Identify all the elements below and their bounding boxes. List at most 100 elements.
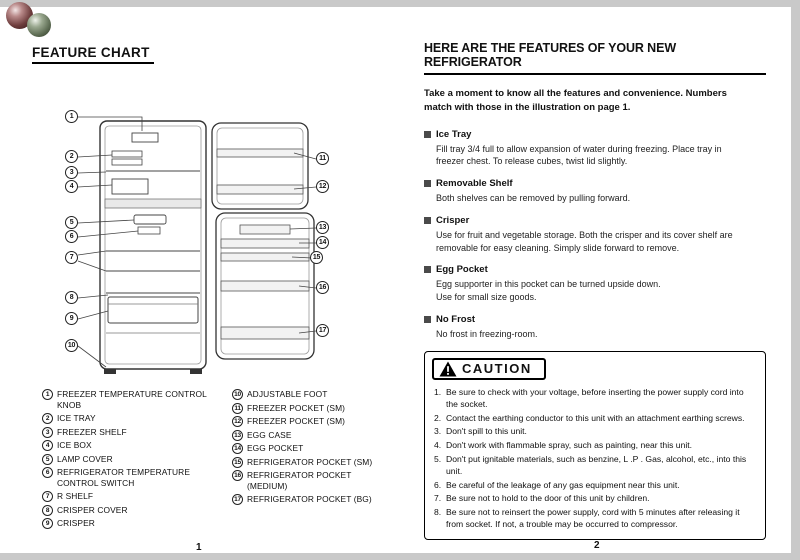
ornament-ball-green xyxy=(27,13,51,37)
bullet-square-icon xyxy=(424,216,431,224)
legend-num: 10 xyxy=(232,389,243,400)
ornament-graphic xyxy=(0,0,60,48)
bullet-square-icon xyxy=(424,180,431,188)
feature-title: Removable Shelf xyxy=(436,178,513,190)
legend-num: 8 xyxy=(42,504,53,516)
legend-label: CRISPER COVER xyxy=(57,504,128,515)
legend-label: R SHELF xyxy=(57,491,94,501)
legend-item: 9 CRISPER xyxy=(42,518,218,529)
legend-label: CRISPER xyxy=(57,518,95,528)
legend-num: 12 xyxy=(232,416,243,427)
callout-16: 16 xyxy=(316,281,329,294)
legend-item: 17 REFRIGERATOR POCKET (BG) xyxy=(232,494,378,505)
page-number-left: 1 xyxy=(196,542,202,553)
callout-15: 15 xyxy=(310,251,323,264)
feature-heading: Ice Tray xyxy=(424,129,766,140)
feature-body: Use for fruit and vegetable storage. Bot… xyxy=(436,229,733,253)
legend-label: FREEZER POCKET (SM) xyxy=(247,402,346,413)
callout-1: 1 xyxy=(65,110,78,123)
callout-17: 17 xyxy=(316,324,329,337)
legend-label: EGG POCKET xyxy=(247,443,304,453)
legend-item: 2 ICE TRAY xyxy=(42,413,218,424)
feature-heading: No Frost xyxy=(424,314,766,325)
feature-heading: Crisper xyxy=(424,215,766,226)
callout-7: 7 xyxy=(65,251,78,264)
caution-item: 6.Be careful of the leakage of any gas e… xyxy=(434,479,680,490)
legend-item: 11 FREEZER POCKET (SM) xyxy=(232,402,378,414)
warning-icon xyxy=(439,361,457,377)
callout-13: 13 xyxy=(316,221,329,234)
feature-section-crisper: Crisper Use for fruit and vegetable stor… xyxy=(424,215,766,255)
feature-heading: Egg Pocket xyxy=(424,264,766,275)
caution-item: 3.Don't spill to this unit. xyxy=(434,426,527,437)
legend-label: ICE TRAY xyxy=(57,413,96,423)
callout-2: 2 xyxy=(65,150,78,163)
callout-10: 10 xyxy=(65,339,78,352)
legend-num: 15 xyxy=(232,456,243,468)
legend-num: 4 xyxy=(42,440,53,451)
callout-11: 11 xyxy=(316,152,329,165)
features-title: HERE ARE THE FEATURES OF YOUR NEW REFRIG… xyxy=(424,41,766,75)
caution-box: CAUTION 1.Be sure to check with your vol… xyxy=(424,350,766,540)
callout-9: 9 xyxy=(65,312,78,325)
feature-heading: Removable Shelf xyxy=(424,178,766,189)
legend-num: 13 xyxy=(232,429,243,441)
legend-label: ICE BOX xyxy=(57,440,92,450)
refrigerator-drawing xyxy=(77,116,317,374)
page-right: HERE ARE THE FEATURES OF YOUR NEW REFRIG… xyxy=(424,37,766,551)
caution-item: 2.Contact the earthing conductor to this… xyxy=(434,412,745,423)
legend-item: 15 REFRIGERATOR POCKET (SM) xyxy=(232,456,378,468)
feature-body: Egg supporter in this pocket can be turn… xyxy=(436,279,661,303)
legend-label: REFRIGERATOR POCKET (SM) xyxy=(247,456,373,467)
feature-title: Ice Tray xyxy=(436,128,472,140)
feature-title: Egg Pocket xyxy=(436,264,488,276)
caution-item: 7.Be sure not to hold to the door of thi… xyxy=(434,493,650,504)
legend-item: 4 ICE BOX xyxy=(42,440,218,451)
caution-item: 8.Be sure not to reinsert the power supp… xyxy=(434,506,740,530)
legend-item: 3 FREEZER SHELF xyxy=(42,426,218,438)
legend-item: 14 EGG POCKET xyxy=(232,443,378,454)
callout-14: 14 xyxy=(316,236,329,249)
feature-section-no-frost: No Frost No frost in freezing-room. xyxy=(424,314,766,341)
feature-title: Crisper xyxy=(436,214,470,226)
legend-num: 11 xyxy=(232,402,243,414)
caution-header: CAUTION xyxy=(432,357,546,380)
bullet-square-icon xyxy=(424,130,431,138)
legend-num: 14 xyxy=(232,443,243,454)
legend-label: REFRIGERATOR POCKET (MEDIUM) xyxy=(247,470,352,491)
callout-12: 12 xyxy=(316,180,329,193)
caution-item: 5.Don't put ignitable materials, such as… xyxy=(434,453,747,476)
feature-body: No frost in freezing-room. xyxy=(436,328,538,339)
legend-num: 17 xyxy=(232,494,243,505)
legend-num: 3 xyxy=(42,426,53,438)
caution-list: 1.Be sure to check with your voltage, be… xyxy=(434,386,756,531)
refrigerator-diagram: 1 2 3 4 5 6 7 8 9 10 11 12 13 14 15 16 1… xyxy=(44,95,356,377)
legend-label: FREEZER POCKET (SM) xyxy=(247,416,346,426)
intro-text: Take a moment to know all the features a… xyxy=(424,88,727,114)
feature-body: Fill tray 3/4 full to allow expansion of… xyxy=(436,143,722,167)
legend-num: 5 xyxy=(42,453,53,465)
legend-label: FREEZER TEMPERATURE CONTROL KNOB xyxy=(57,389,207,410)
callout-3: 3 xyxy=(65,166,78,179)
legend-item: 12 FREEZER POCKET (SM) xyxy=(232,416,378,427)
feature-body: Both shelves can be removed by pulling f… xyxy=(436,193,631,204)
caution-item: 1.Be sure to check with your voltage, be… xyxy=(434,386,744,409)
legend-label: ADJUSTABLE FOOT xyxy=(247,389,328,399)
bullet-square-icon xyxy=(424,266,431,274)
feature-section-egg-pocket: Egg Pocket Egg supporter in this pocket … xyxy=(424,264,766,304)
legend-num: 7 xyxy=(42,491,53,502)
bullet-square-icon xyxy=(424,315,431,323)
caution-item: 4.Don't work with flammable spray, such … xyxy=(434,439,693,450)
legend-item: 7 R SHELF xyxy=(42,491,218,502)
legend-label: FREEZER SHELF xyxy=(57,426,127,437)
legend-num: 2 xyxy=(42,413,53,424)
page-left: FEATURE CHART xyxy=(30,37,382,553)
legend-label: REFRIGERATOR POCKET (BG) xyxy=(247,494,372,504)
feature-chart-title: FEATURE CHART xyxy=(32,45,154,64)
legend-num: 9 xyxy=(42,518,53,529)
